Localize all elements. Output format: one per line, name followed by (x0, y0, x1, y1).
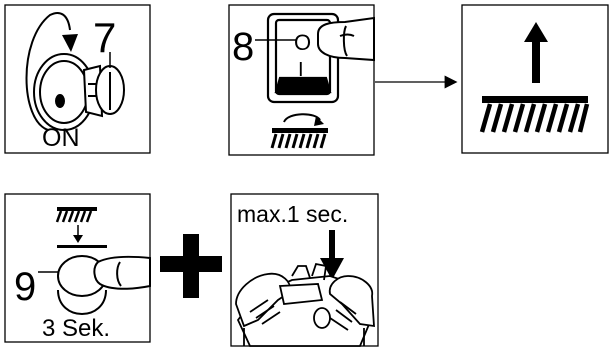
key-ignition-panel: 7 ON (4, 4, 151, 154)
duration-label: 3 Sek. (42, 315, 110, 342)
finger-press-icon (317, 16, 375, 62)
on-label: ON (42, 124, 80, 152)
switch-on-symbol: I (298, 59, 304, 81)
time-limit-label: max.1 sec. (237, 201, 348, 227)
step-number-9: 9 (14, 265, 36, 309)
rotation-arrow-icon (25, 11, 71, 131)
key-icon (82, 52, 125, 118)
arrow-down-icon (320, 230, 344, 280)
plus-icon (160, 234, 222, 298)
brush-icon (479, 96, 590, 133)
arrow-down-icon (57, 225, 107, 248)
brush-icon (55, 207, 97, 223)
switch-off-symbol: O (294, 30, 311, 55)
brush-raise-panel (461, 4, 609, 154)
step-number-7: 7 (93, 14, 116, 61)
brush-lower-panel: 9 3 Sek. (4, 193, 151, 343)
rocker-switch-panel: 8 O I (228, 4, 375, 156)
finger-press-icon (93, 255, 151, 290)
step-number-8: 8 (232, 25, 254, 69)
pedal-press-panel: max.1 sec. (230, 193, 379, 347)
hands-on-pedal-icon (235, 262, 375, 347)
rotating-brush-icon (270, 113, 328, 149)
arrow-up-icon (524, 22, 548, 83)
